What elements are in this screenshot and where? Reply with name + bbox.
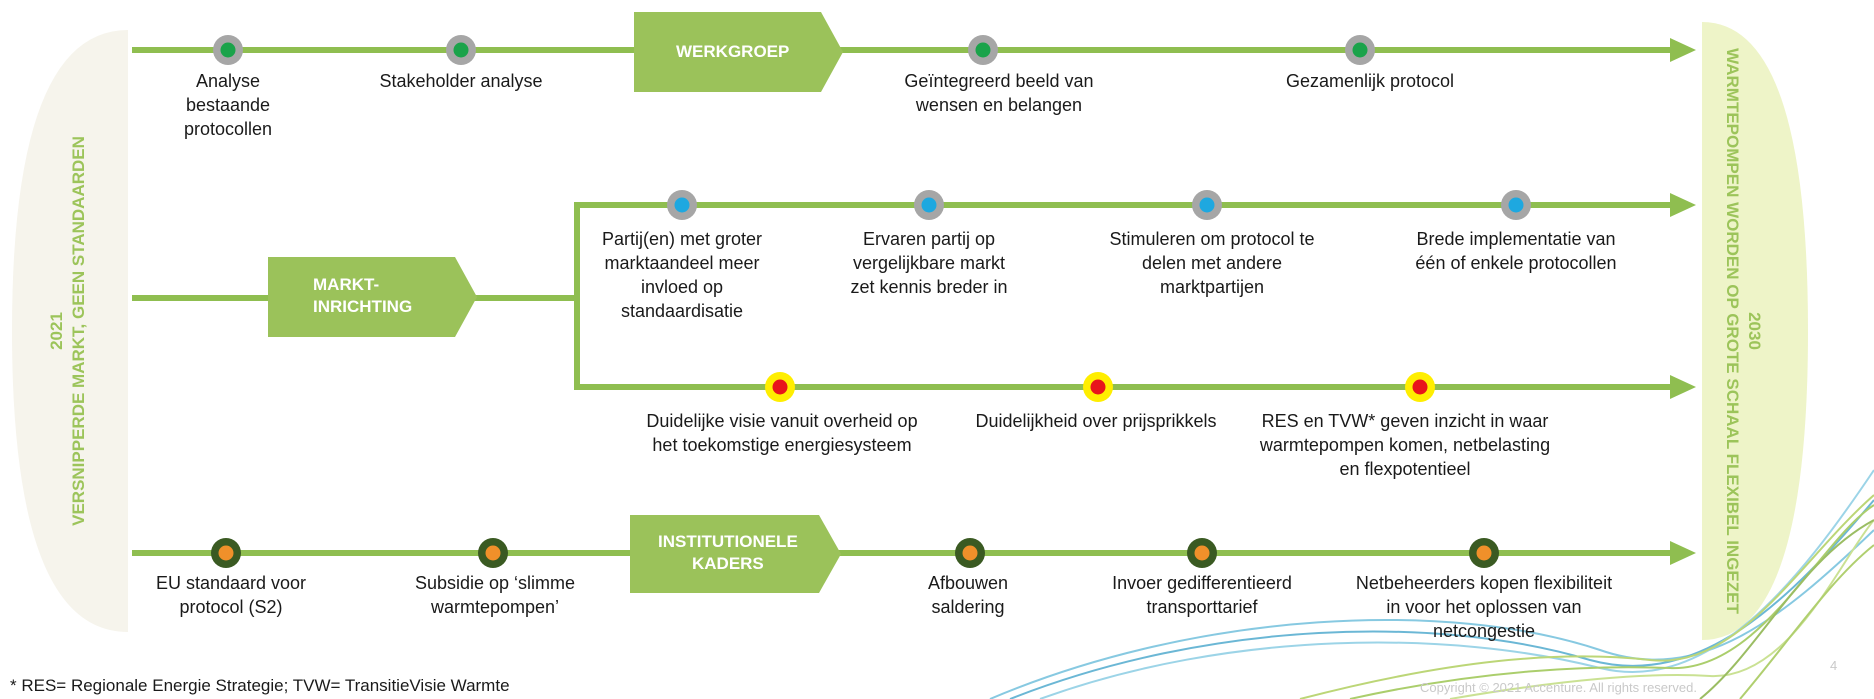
chevron-werkgroep-label: WERKGROEP xyxy=(676,42,790,61)
milestone-label: Gezamenlijk protocol xyxy=(1285,71,1455,91)
milestone-marker-dot xyxy=(1194,545,1210,561)
left-banner-text: 2021 VERSNIPPERDE MARKT, GEEN STANDAARDE… xyxy=(46,136,90,526)
page-number: 4 xyxy=(1830,658,1838,673)
milestone-label: Netbeheerders kopen flexibiliteit in voo… xyxy=(1355,573,1613,641)
right-banner-caption: WARMTEPOMPEN WORDEN OP GROTE SCHAAL FLEX… xyxy=(1723,48,1742,614)
milestone-marker-dot xyxy=(485,545,501,561)
milestone-markers xyxy=(211,35,1531,568)
milestone-marker-dot xyxy=(1412,379,1428,395)
chevron-shapes xyxy=(268,12,843,593)
left-banner-caption: VERSNIPPERDE MARKT, GEEN STANDAARDEN xyxy=(69,136,88,526)
milestone-label: Brede implementatie van één of enkele pr… xyxy=(1415,229,1617,273)
right-banner-text: 2030 WARMTEPOMPEN WORDEN OP GROTE SCHAAL… xyxy=(1721,48,1765,614)
arrow-head-institutioneel xyxy=(1670,541,1696,565)
milestone-label: Duidelijke visie vanuit overheid op het … xyxy=(646,411,918,455)
arrow-head-markt-lower xyxy=(1670,375,1696,399)
arrow-head-werkgroep xyxy=(1670,38,1696,62)
milestone-marker-dot xyxy=(453,42,469,58)
right-banner-shape xyxy=(1702,22,1808,640)
milestone-label: Partij(en) met groter marktaandeel meer … xyxy=(601,229,763,321)
chevron-werkgroep-shape xyxy=(634,12,843,92)
milestone-label: Stimuleren om protocol te delen met ande… xyxy=(1109,229,1315,297)
chevron-markt-label: MARKT- INRICHTING xyxy=(313,275,413,316)
milestone-label: Invoer gedifferentieerd transporttarief xyxy=(1112,573,1292,617)
chevron-institutioneel-shape xyxy=(630,515,841,593)
milestone-marker-dot xyxy=(674,197,690,213)
milestone-marker-dot xyxy=(962,545,978,561)
milestone-marker-dot xyxy=(1090,379,1106,395)
milestone-label: Afbouwen saldering xyxy=(927,573,1009,617)
milestone-marker-dot xyxy=(1199,197,1215,213)
milestone-label: Stakeholder analyse xyxy=(379,71,543,91)
chevron-markt-shape xyxy=(268,257,477,337)
milestone-marker-dot xyxy=(1352,42,1368,58)
arrow-heads xyxy=(1670,38,1696,565)
left-banner-shape xyxy=(12,30,128,632)
copyright: Copyright © 2021 Accenture. All rights r… xyxy=(1420,680,1697,695)
milestone-marker-dot xyxy=(975,42,991,58)
milestone-label: Geïntegreerd beeld van wensen en belange… xyxy=(904,71,1094,115)
milestone-label: Analyse bestaande protocollen xyxy=(183,71,273,139)
decorative-wave xyxy=(989,469,1874,699)
chevron-institutioneel-label: INSTITUTIONELE KADERS xyxy=(658,532,798,573)
milestone-marker-dot xyxy=(218,545,234,561)
right-banner-year: 2030 xyxy=(1745,312,1764,350)
milestone-label: Subsidie op ‘slimme warmtepompen’ xyxy=(414,573,576,617)
milestone-marker-dot xyxy=(1508,197,1524,213)
milestone-marker-dot xyxy=(921,197,937,213)
milestone-marker-dot xyxy=(220,42,236,58)
milestone-label: RES en TVW* geven inzicht in waar warmte… xyxy=(1259,411,1551,479)
milestone-marker-dot xyxy=(1476,545,1492,561)
milestone-label: Duidelijkheid over prijsprikkels xyxy=(975,411,1217,431)
milestone-label: EU standaard voor protocol (S2) xyxy=(155,573,307,617)
arrow-head-markt-upper xyxy=(1670,193,1696,217)
milestone-marker-dot xyxy=(772,379,788,395)
left-banner-year: 2021 xyxy=(47,312,66,350)
footnote: * RES= Regionale Energie Strategie; TVW=… xyxy=(10,676,510,695)
milestone-label: Ervaren partij op vergelijkbare markt ze… xyxy=(850,229,1008,297)
